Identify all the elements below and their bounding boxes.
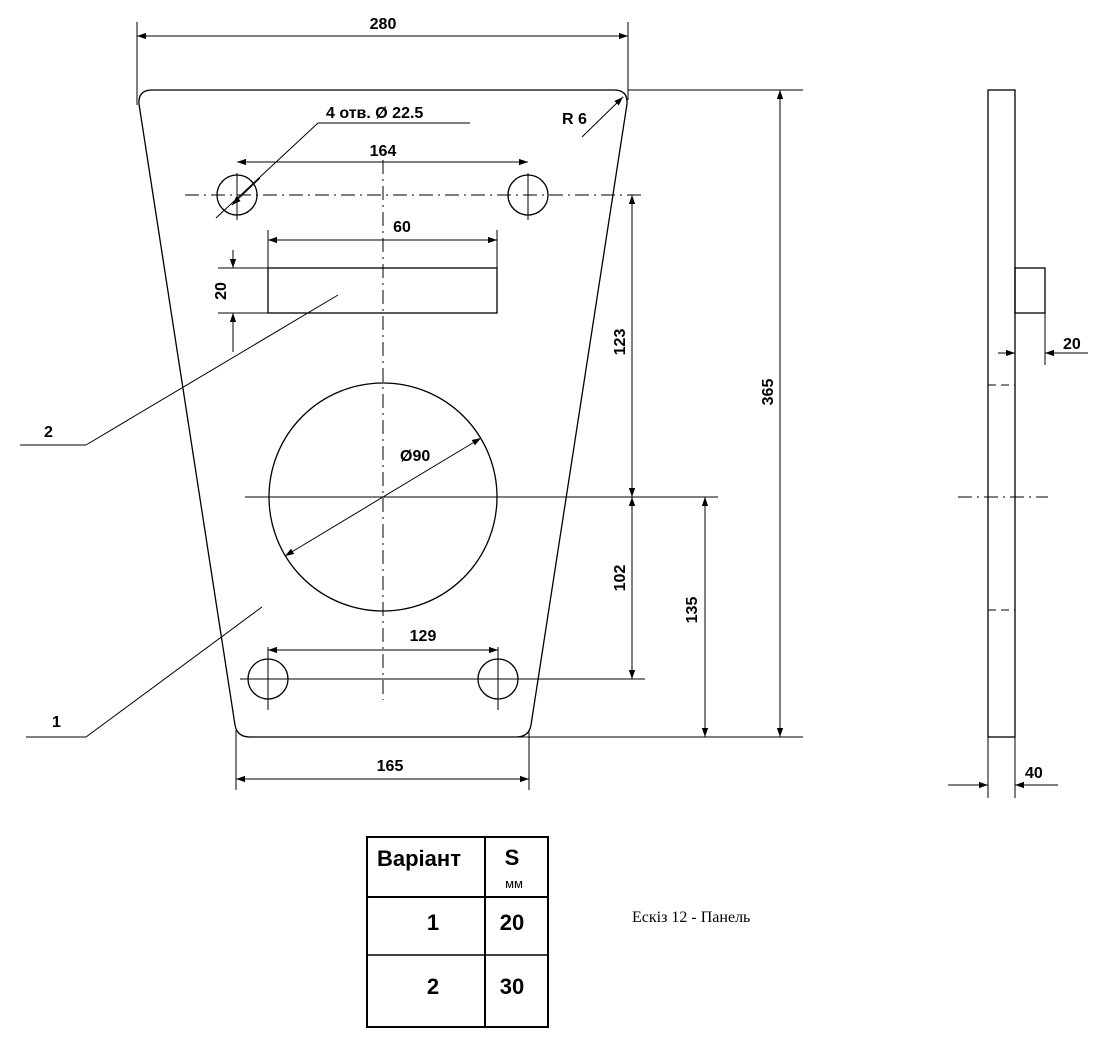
holes-callout-leader <box>215 122 319 219</box>
dimensions: 280 4 отв. Ø 22.5 R 6 164 60 20 123 102 … <box>136 16 803 790</box>
part-callouts: 2 1 <box>20 294 339 738</box>
radius-leader <box>581 96 624 138</box>
dim-lower-holes-to-center: 102 <box>612 565 629 592</box>
dim-upper-hole-spacing: 164 <box>370 143 397 160</box>
table-border <box>366 836 549 1028</box>
dim-upper-holes-to-center: 123 <box>612 329 629 356</box>
dim-line-big-hole <box>284 437 482 557</box>
callout-part-2: 2 <box>44 424 53 441</box>
dim-lower-hole-spacing: 129 <box>410 628 437 645</box>
table-header-unit: мм <box>505 876 523 891</box>
side-plate <box>987 89 1016 738</box>
table-row-2-s: 30 <box>500 974 524 999</box>
variant-table: Варіант S мм 1 20 2 30 <box>366 836 549 1028</box>
table-row-1-variant: 1 <box>427 910 439 935</box>
side-boss <box>1014 267 1046 314</box>
dim-center-to-bottom: 135 <box>684 597 701 624</box>
dim-slot-height: 20 <box>213 282 230 300</box>
callout-leader-2 <box>85 294 339 446</box>
table-header-s: S <box>505 845 520 870</box>
drawing-caption: Ескіз 12 - Панель <box>632 909 750 926</box>
dim-corner-radius: R 6 <box>562 111 587 128</box>
dim-top-width: 280 <box>370 16 397 33</box>
table-row-1-s: 20 <box>500 910 524 935</box>
dim-side-plate-thickness: 40 <box>1025 765 1043 782</box>
table-header-variant: Варіант <box>377 846 461 871</box>
table-row-2-variant: 2 <box>427 974 439 999</box>
dim-total-height: 365 <box>760 379 777 406</box>
dim-side-boss-thickness: 20 <box>1063 336 1081 353</box>
dim-holes-callout: 4 отв. Ø 22.5 <box>326 105 423 122</box>
side-view: 20 40 <box>948 89 1088 798</box>
callout-part-1: 1 <box>52 714 61 731</box>
dim-big-hole-diameter: Ø90 <box>400 448 430 465</box>
dim-slot-width: 60 <box>393 219 411 236</box>
callout-leader-1 <box>85 606 263 738</box>
dim-bottom-width: 165 <box>377 758 404 775</box>
